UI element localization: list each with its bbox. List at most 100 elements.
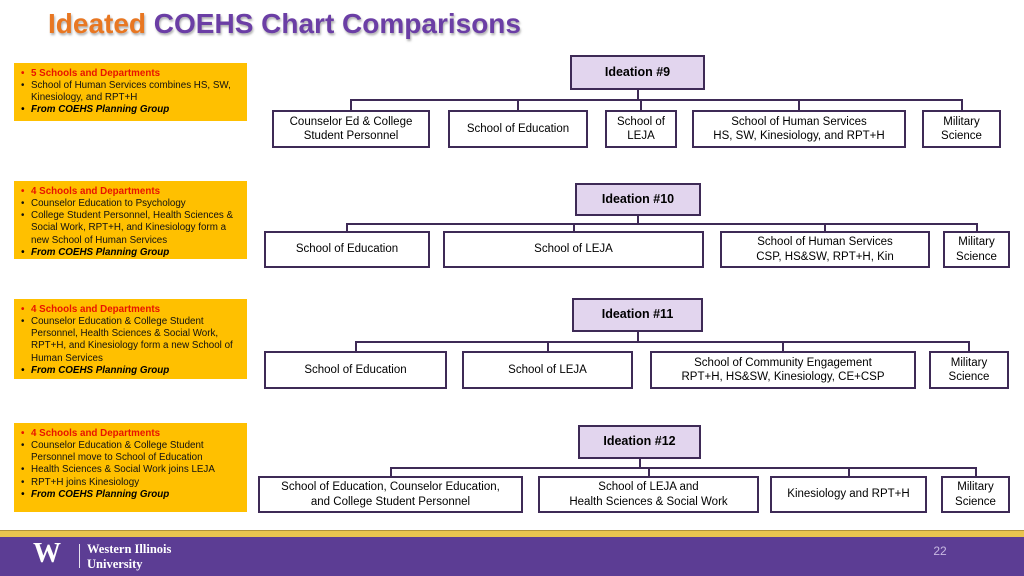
org-child-label-line: Science — [955, 495, 996, 508]
connector-drop — [975, 467, 977, 476]
bullet-icon: • — [21, 68, 25, 79]
connector-stub — [639, 459, 641, 469]
bullet-icon: • — [21, 476, 25, 488]
bullet-icon: • — [21, 488, 25, 500]
org-child-box: School of LEJA — [443, 231, 704, 268]
org-child-label-line: School of Education, Counselor Education… — [281, 481, 500, 494]
org-child-label-line: RPT+H, HS&SW, Kinesiology, CE+CSP — [681, 371, 885, 383]
callout-item-text: Health Sciences & Social Work joins LEJA — [31, 464, 215, 476]
bullet-icon: • — [21, 464, 25, 476]
callout-bullet-item: • From COEHS Planning Group — [21, 489, 241, 501]
org-root-label: Ideation #10 — [601, 191, 675, 206]
org-child-box: School of Education, Counselor Education… — [258, 476, 523, 513]
university-w-logo: W — [33, 538, 61, 569]
callout-item-text: From COEHS Planning Group — [31, 488, 170, 500]
callout-item-text: School of Human Services combines HS, SW… — [31, 80, 231, 104]
org-child-box: School of Education — [264, 351, 447, 389]
callout-bullet-item: •School of Human Services combines HS, S… — [21, 80, 241, 104]
callout-item-text: RPT+H joins Kinesiology — [31, 476, 140, 488]
connector-drop — [968, 341, 970, 351]
connector-drop — [798, 99, 800, 110]
callout-bullet-item: •Counselor Education to Psychology — [21, 198, 241, 210]
org-root-label: Ideation #9 — [604, 64, 671, 79]
callout-bullet-item: •Counselor Education & College Student P… — [21, 440, 241, 464]
connector-rail — [356, 341, 969, 343]
callout-item-text: College Student Personnel, Health Scienc… — [31, 210, 234, 246]
connector-rail — [351, 99, 962, 101]
org-child-label-line: Student Personnel — [303, 130, 399, 142]
callout-box-1: •5 Schools and Departments•School of Hum… — [14, 63, 247, 121]
callout-bullet-item: •4 Schools and Departments — [21, 304, 241, 316]
callout-item-text: Counselor Education & College Student Pe… — [31, 316, 233, 364]
bullet-icon: • — [21, 364, 25, 376]
connector-drop — [848, 467, 850, 476]
callout-bullet-item: • Counselor Education & College Student P… — [21, 316, 241, 365]
slide-title-highlight: Ideated — [48, 8, 147, 39]
org-child-label-line: Science — [941, 130, 982, 142]
org-child-label-line: School of Human Services — [731, 115, 867, 128]
callout-bullet-item: •From COEHS Planning Group — [21, 104, 241, 116]
callout-item-text: 4 Schools and Departments — [31, 428, 161, 439]
slide-title: Ideated COEHS Chart Comparisons — [48, 8, 521, 40]
org-child-label-line: School of Education — [304, 363, 407, 376]
callout-item-text: From COEHS Planning Group — [31, 364, 170, 376]
callout-bullet-item: • College Student Personnel, Health Scien… — [21, 210, 241, 246]
org-child-label-line: Military — [958, 236, 995, 249]
org-child-label-line: School of — [617, 115, 665, 128]
org-child-label-line: Counselor Ed & College — [289, 115, 413, 128]
callout-bullet-item: •5 Schools and Departments — [21, 68, 241, 80]
org-child-label-line: Military — [943, 115, 980, 128]
org-child-box: Kinesiology and RPT+H — [770, 476, 927, 513]
callout-bullet-item: •4 Schools and Departments — [21, 428, 241, 440]
org-root-label: Ideation #11 — [601, 307, 674, 322]
org-child-label-line: School of Education — [295, 243, 399, 256]
bullet-icon: • — [21, 440, 25, 452]
connector-drop — [355, 341, 357, 351]
footer-bar: W Western Illinois University 22 — [0, 537, 1024, 576]
org-child-label-line: School of LEJA and — [598, 481, 699, 494]
connector-drop — [640, 99, 642, 110]
bullet-icon: • — [21, 316, 25, 328]
callout-bullet-item: • From COEHS Planning Group — [21, 247, 241, 259]
connector-drop — [976, 223, 978, 231]
org-child-label-line: Science — [956, 250, 997, 263]
connector-drop — [346, 223, 348, 231]
callout-item-text: From COEHS Planning Group — [31, 104, 170, 116]
org-child-label-line: School of Human Services — [757, 236, 893, 249]
connector-drop — [517, 99, 519, 110]
connector-stub — [637, 216, 639, 225]
org-root-box: Ideation #12 — [578, 425, 701, 459]
org-child-label-line: CSP, HS&SW, RPT+H, Kin — [756, 250, 894, 263]
callout-item-text: From COEHS Planning Group — [31, 246, 170, 258]
org-child-label-line: and College Student Personnel — [310, 495, 471, 508]
org-root-label: Ideation #12 — [603, 434, 676, 449]
org-child-box: School of LEJA — [462, 351, 633, 389]
connector-stub — [637, 332, 639, 343]
connector-drop — [782, 341, 784, 351]
callout-box-4: •4 Schools and Departments•Counselor Edu… — [14, 423, 247, 512]
org-root-box: Ideation #10 — [575, 183, 701, 216]
org-child-label-line: School of Community Engagement — [694, 356, 872, 369]
org-child-label-line: Science — [948, 371, 990, 383]
bullet-icon: • — [21, 246, 25, 258]
org-child-box: School of Education — [264, 231, 430, 268]
page-number: 22 — [933, 544, 947, 558]
org-child-label-line: HS, SW, Kinesiology, and RPT+H — [713, 130, 885, 142]
connector-rail — [391, 467, 976, 469]
bullet-icon: • — [21, 186, 25, 197]
connector-drop — [390, 467, 392, 476]
university-name: Western Illinois University — [87, 542, 171, 572]
org-root-box: Ideation #11 — [572, 298, 703, 332]
org-child-label-line: School of LEJA — [534, 243, 613, 256]
connector-drop — [648, 467, 650, 476]
connector-drop — [824, 223, 826, 231]
connector-drop — [547, 341, 549, 351]
bullet-icon: • — [21, 210, 25, 222]
